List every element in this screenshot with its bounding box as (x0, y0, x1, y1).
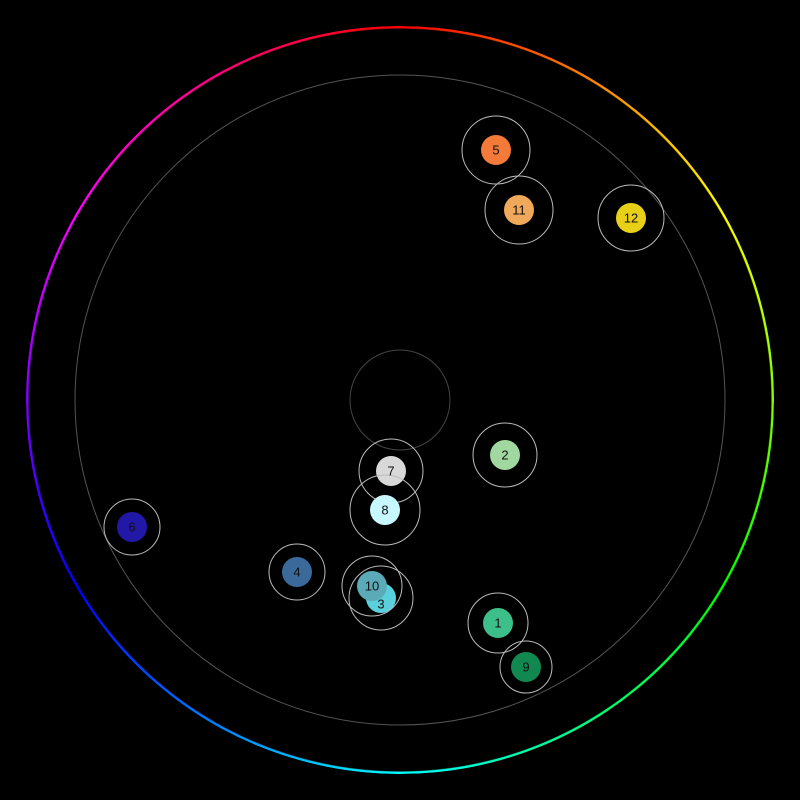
point-label: 11 (512, 203, 526, 218)
point-ring (484, 175, 554, 245)
color-point[interactable] (349, 474, 421, 546)
color-point[interactable] (484, 175, 554, 245)
point-ring (461, 115, 531, 185)
point-dot[interactable] (282, 557, 312, 587)
point-label: 6 (128, 520, 135, 535)
point-dot[interactable] (376, 456, 406, 486)
color-point[interactable] (472, 422, 538, 488)
point-dot[interactable] (511, 652, 541, 682)
point-label: 3 (377, 597, 384, 612)
point-dot[interactable] (483, 608, 513, 638)
point-dot[interactable] (481, 135, 511, 165)
point-dot[interactable] (616, 203, 646, 233)
point-label: 5 (492, 143, 499, 158)
point-label: 2 (501, 448, 508, 463)
center-circle (349, 349, 451, 451)
point-dot[interactable] (357, 571, 387, 601)
points-layer (103, 115, 665, 694)
color-point[interactable] (461, 115, 531, 185)
point-label: 1 (494, 616, 501, 631)
point-ring (103, 498, 161, 556)
point-ring (268, 543, 326, 601)
point-label: 7 (387, 464, 394, 479)
color-point[interactable] (499, 640, 553, 694)
point-ring (341, 555, 403, 617)
color-point[interactable] (597, 184, 665, 252)
point-dot[interactable] (490, 440, 520, 470)
point-dot[interactable] (504, 195, 534, 225)
color-point[interactable] (268, 543, 326, 601)
color-point[interactable] (103, 498, 161, 556)
point-label: 4 (293, 565, 300, 580)
saturation-boundary-circle (74, 74, 726, 726)
point-ring (499, 640, 553, 694)
point-label: 8 (381, 503, 388, 518)
point-ring (597, 184, 665, 252)
point-label: 9 (522, 660, 529, 675)
color-point[interactable] (467, 592, 529, 654)
point-label: 10 (365, 579, 379, 594)
point-dot[interactable] (370, 495, 400, 525)
point-ring (472, 422, 538, 488)
hue-ring (26, 26, 774, 774)
point-ring (467, 592, 529, 654)
point-ring (348, 565, 414, 631)
point-ring (349, 474, 421, 546)
color-point[interactable] (341, 555, 403, 617)
point-label: 12 (624, 211, 638, 226)
point-dot[interactable] (117, 512, 147, 542)
